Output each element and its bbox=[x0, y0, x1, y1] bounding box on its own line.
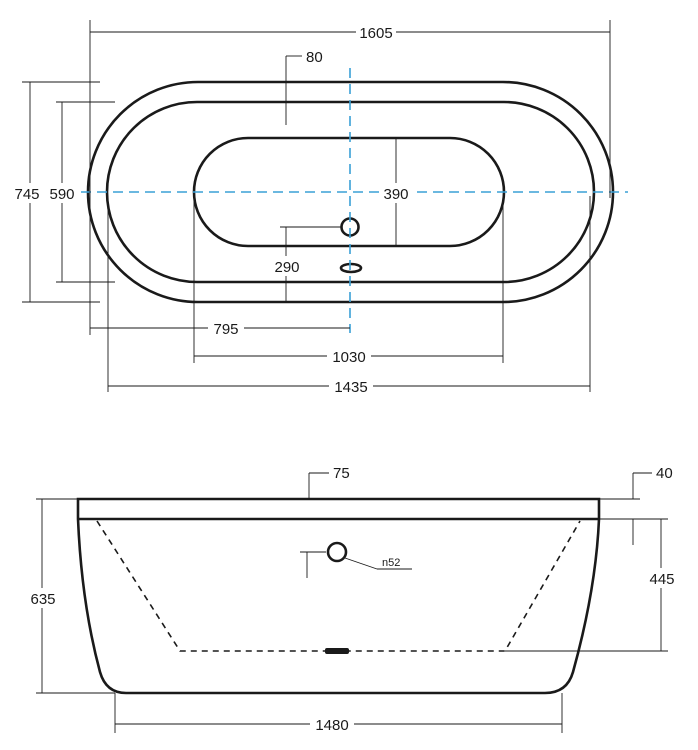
dim-height: 635 bbox=[30, 591, 55, 608]
dim-lip-height: 40 bbox=[656, 465, 673, 482]
overflow-leader bbox=[344, 557, 378, 570]
overflow-hole-side bbox=[326, 541, 348, 563]
dim-overflow-diameter: n52 bbox=[382, 557, 400, 569]
dim-basin-width: 390 bbox=[383, 186, 408, 203]
tub-side-drain bbox=[325, 648, 349, 654]
dim-overall-length: 1605 bbox=[359, 25, 392, 42]
dim-basin-length: 1030 bbox=[332, 349, 365, 366]
top-view: 1605 80 745 590 390 290 795 1030 1435 bbox=[10, 20, 628, 396]
dim-overall-width: 745 bbox=[14, 186, 39, 203]
dim-rim-width: 80 bbox=[306, 49, 323, 66]
tub-side-body bbox=[76, 497, 601, 695]
dim-drain-offset: 290 bbox=[274, 259, 299, 276]
dim-inner-width: 590 bbox=[49, 186, 74, 203]
dim-inner-depth: 445 bbox=[649, 571, 674, 588]
dim-inner-length: 1435 bbox=[334, 379, 367, 396]
overflow-hole bbox=[339, 262, 363, 274]
side-view: n52 75 40 445 635 1480 bbox=[26, 465, 679, 734]
tub-side-hidden-basin bbox=[96, 520, 581, 652]
dim-base-length: 1480 bbox=[315, 717, 348, 734]
dim-half-length: 795 bbox=[213, 321, 238, 338]
dim-rim-thickness: 75 bbox=[333, 465, 350, 482]
